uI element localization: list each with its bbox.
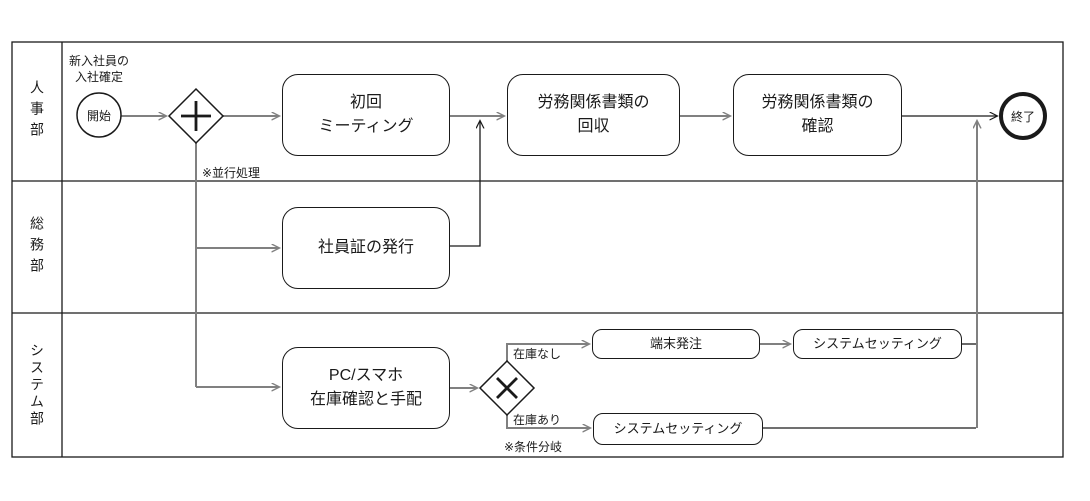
task-collect-labor-docs: 労務関係書類の 回収 (507, 74, 680, 156)
start-event-label: 開始 (86, 108, 111, 123)
task-system-setting-in-stock-line1: システムセッティング (613, 421, 743, 437)
task-issue-id-card: 社員証の発行 (282, 207, 450, 289)
end-event-label: 終了 (1010, 109, 1035, 124)
plus-icon (181, 101, 211, 131)
pool-border (11, 41, 1064, 458)
task-first-meeting-line1: 初回 (349, 94, 382, 111)
flow-in-stock-branch (506, 414, 590, 428)
task-system-setting-no-stock-line1: システムセッティング (813, 336, 942, 352)
sequence-flows-gray (121, 116, 977, 428)
sequence-flows-black (450, 116, 997, 429)
lane-label-hr: 人事部 (29, 80, 45, 143)
task-check-labor-docs-line1: 労務関係書類の (761, 94, 874, 111)
task-pc-stock-check-line1: PC/スマホ (328, 367, 404, 384)
task-issue-id-card-line1: 社員証の発行 (317, 239, 414, 256)
task-collect-labor-docs-line2: 回収 (577, 118, 610, 135)
flow-id-card-join-up (450, 121, 480, 247)
task-system-setting-no-stock: システムセッティング (793, 329, 962, 359)
task-first-meeting: 初回 ミーティング (282, 74, 450, 156)
task-system-setting-in-stock: システムセッティング (593, 413, 763, 445)
start-trigger-note-line1: 新入社員の (68, 54, 129, 68)
parallel-gateway-icon (167, 87, 225, 145)
task-order-terminal: 端末発注 (592, 329, 760, 359)
swimlane-grid (11, 41, 1064, 458)
end-event-circle (999, 92, 1047, 140)
lane-label-general-affairs: 総務部 (29, 215, 45, 279)
task-check-labor-docs: 労務関係書類の 確認 (733, 74, 902, 156)
task-pc-stock-check: PC/スマホ 在庫確認と手配 (282, 347, 450, 429)
task-order-terminal-line1: 端末発注 (649, 336, 702, 352)
task-pc-stock-check-line2: 在庫確認と手配 (309, 391, 422, 408)
edge-label-in-stock: 在庫あり (513, 413, 562, 427)
task-check-labor-docs-line2: 確認 (801, 118, 834, 135)
flow-no-stock-branch (506, 344, 589, 362)
edge-label-no-stock: 在庫なし (513, 347, 562, 361)
parallel-processing-note: ※並行処理 (202, 166, 261, 180)
start-event-circle (76, 92, 122, 138)
exclusive-gateway-icon (478, 359, 536, 417)
x-icon (496, 377, 518, 399)
conditional-branch-note: ※条件分岐 (504, 440, 563, 454)
task-first-meeting-line2: ミーティング (318, 118, 414, 135)
task-collect-labor-docs-line1: 労務関係書類の (537, 94, 650, 111)
lane-label-system-dept: システム部 (29, 342, 45, 428)
start-trigger-note-line2: 入社確定 (74, 70, 123, 85)
start-trigger-note: 新入社員の 入社確定 (49, 53, 149, 85)
